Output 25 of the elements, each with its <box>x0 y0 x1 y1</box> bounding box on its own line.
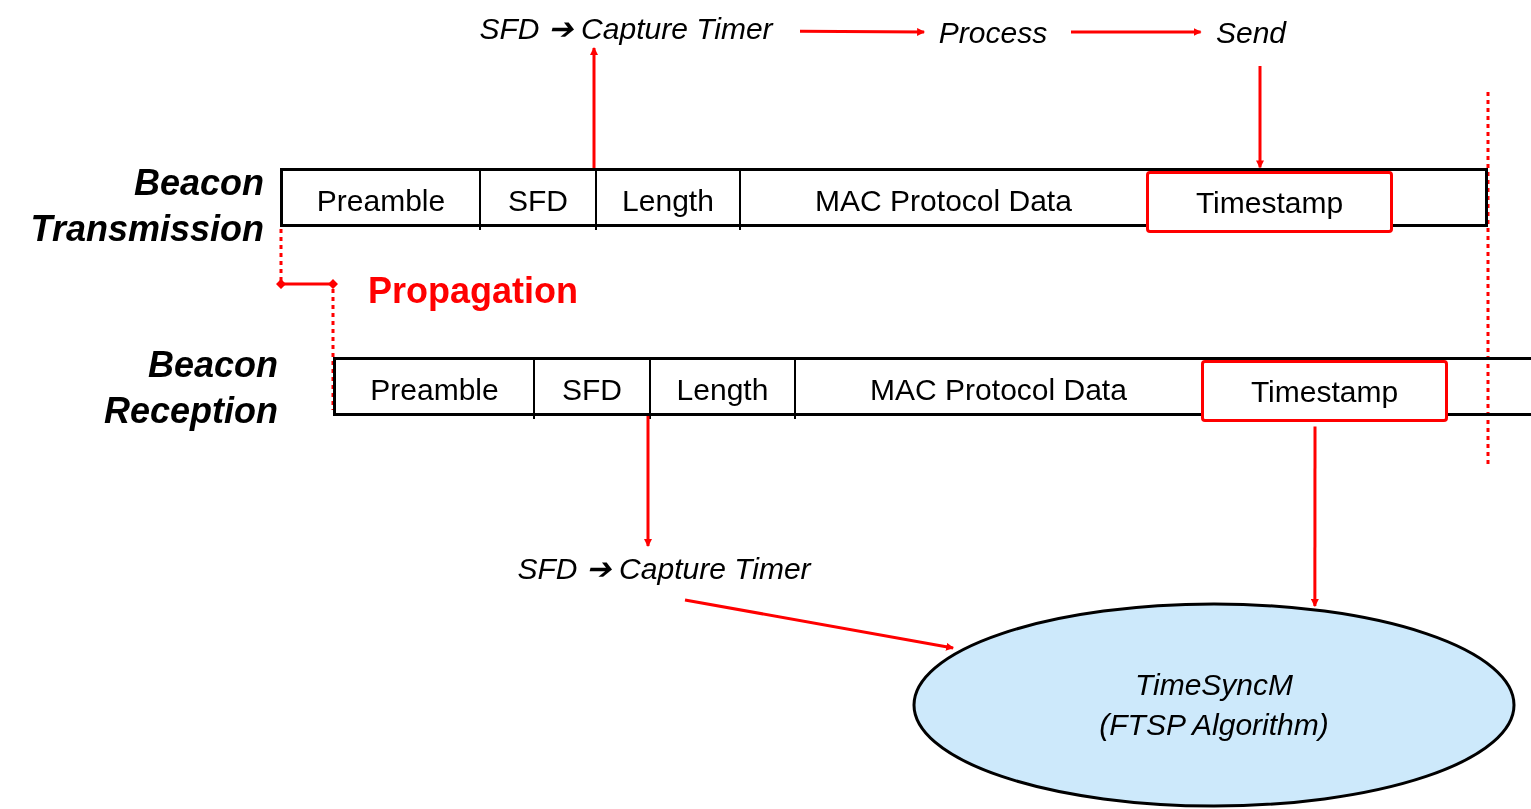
packet-field: Preamble <box>283 171 481 230</box>
arrow <box>1256 66 1264 169</box>
arrow <box>1071 28 1202 36</box>
dimension-label: Propagation <box>368 269 578 313</box>
packet-field: MAC Protocol Data <box>741 171 1146 230</box>
algorithm-ellipse: TimeSyncM (FTSP Algorithm) <box>912 602 1516 808</box>
packet-field: MAC Protocol Data <box>796 360 1201 419</box>
arrow <box>800 27 926 36</box>
row-label: Beacon Transmission <box>29 161 264 251</box>
arrow <box>590 47 598 168</box>
step-text: Process <box>928 12 1058 52</box>
packet-field: SFD <box>535 360 651 419</box>
packet-field: SFD <box>481 171 597 230</box>
arrow <box>1310 426 1319 608</box>
timestamp-field: Timestamp <box>1146 171 1393 233</box>
timestamp-field: Timestamp <box>1201 360 1448 422</box>
row-label: Beacon Reception <box>102 343 278 433</box>
packet-field: Length <box>597 171 741 230</box>
arrow <box>684 598 955 651</box>
step-text: SFD ➔ Capture Timer <box>489 548 839 588</box>
arrow <box>644 416 652 547</box>
packet-field: Length <box>651 360 796 419</box>
step-text: SFD ➔ Capture Timer <box>452 8 800 48</box>
packet-field: Preamble <box>336 360 535 419</box>
step-text: Send <box>1206 12 1296 52</box>
